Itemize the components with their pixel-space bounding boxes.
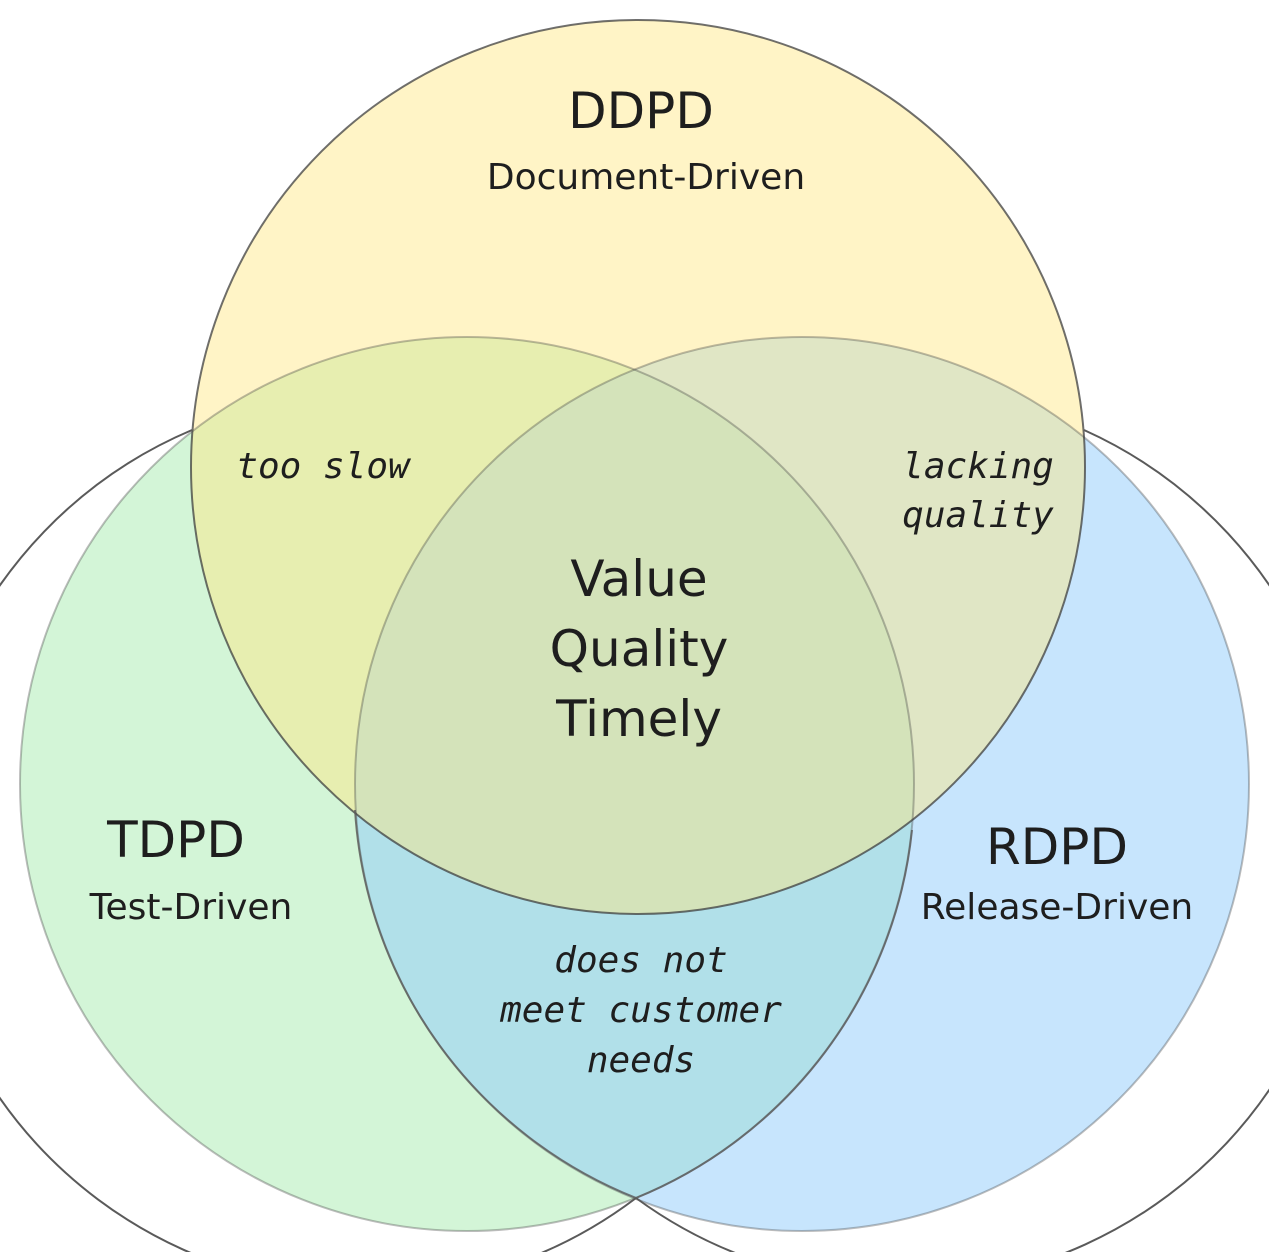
overlap-ddpd-rdpd-line-1: lacking xyxy=(902,446,1054,487)
center-line-3: Timely xyxy=(555,690,722,748)
center-line-1: Value xyxy=(570,550,707,608)
ddpd-title: DDPD xyxy=(568,82,714,140)
overlap-tdpd-rdpd: does not meet customer needs xyxy=(499,940,782,1081)
tdpd-title: TDPD xyxy=(106,811,245,869)
outline-rdpd xyxy=(354,336,1250,1232)
overlap-ddpd-tdpd: too slow xyxy=(236,446,412,487)
circle-outlines xyxy=(19,19,1250,1232)
edge-tdpd-inner xyxy=(354,809,637,1199)
outer-edges xyxy=(0,429,1269,1252)
outline-ddpd xyxy=(190,19,1086,915)
ddpd-subtitle: Document-Driven xyxy=(487,157,805,198)
circle-rdpd xyxy=(355,337,1249,1231)
rdpd-subtitle: Release-Driven xyxy=(921,887,1193,928)
overlap-tdpd-rdpd-line-3: needs xyxy=(587,1040,695,1081)
center-line-2: Quality xyxy=(550,620,729,678)
overlap-ddpd-rdpd-line-2: quality xyxy=(902,495,1054,536)
overlap-ddpd-rdpd: lacking quality xyxy=(902,446,1054,536)
circle-ddpd xyxy=(191,20,1085,914)
rdpd-title: RDPD xyxy=(986,818,1128,876)
center-label: Value Quality Timely xyxy=(550,550,729,748)
circles xyxy=(20,20,1249,1231)
edge-tdpd-outer xyxy=(0,429,637,1252)
overlap-tdpd-rdpd-line-1: does not xyxy=(554,940,727,981)
overlap-tdpd-rdpd-line-2: meet customer xyxy=(499,990,782,1031)
outline-tdpd xyxy=(19,336,915,1232)
edge-rdpd-inner xyxy=(635,829,913,1199)
tdpd-subtitle: Test-Driven xyxy=(89,887,293,928)
edge-rdpd-outer xyxy=(635,429,1269,1252)
